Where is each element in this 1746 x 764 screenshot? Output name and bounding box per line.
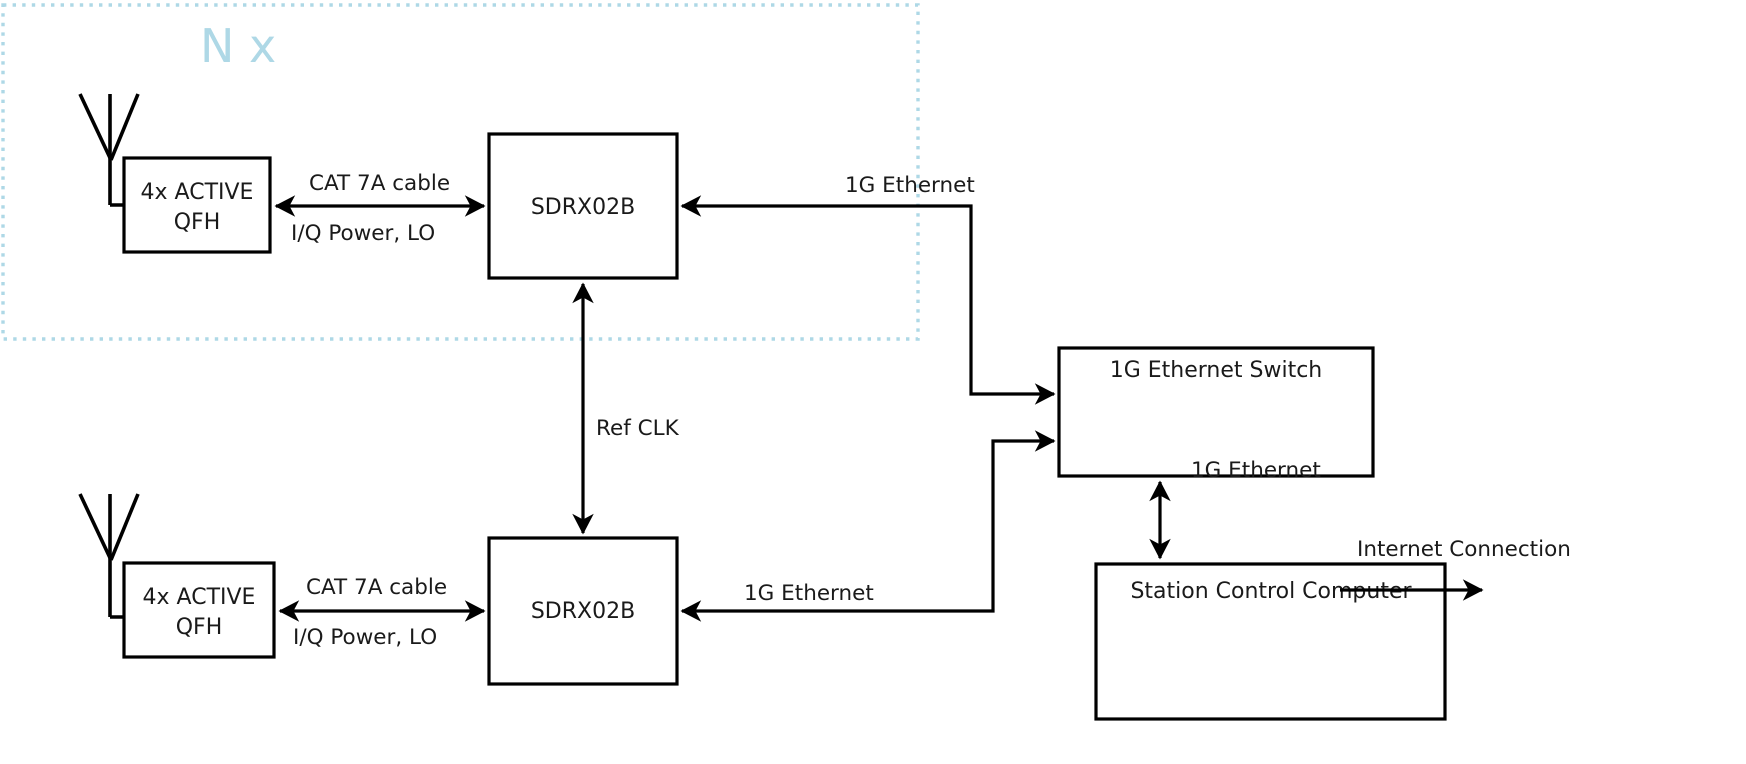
box-sdr-top-label: SDRX02B <box>531 195 635 220</box>
edge-label-1g-ethernet-bottom: 1G Ethernet <box>744 581 874 606</box>
box-qfh-top-label-line2: QFH <box>174 210 221 235</box>
edge-label-cat7a-bottom: CAT 7A cable <box>306 575 447 600</box>
edge-label-ref-clk: Ref CLK <box>596 416 680 441</box>
box-qfh-top[interactable] <box>122 156 272 254</box>
box-qfh-top-label-line1: 4x ACTIVE <box>141 180 254 205</box>
group-label-nx: N x <box>200 19 276 73</box>
edge-label-1g-ethernet-switch-computer: 1G Ethernet <box>1191 458 1321 483</box>
edge-sdr-bottom-switch <box>680 430 1056 622</box>
edge-label-iq-power-lo-top: I/Q Power, LO <box>291 221 435 246</box>
box-sdr-bottom-label: SDRX02B <box>531 599 635 624</box>
box-ethernet-switch[interactable] <box>1057 346 1375 478</box>
box-ethernet-switch-label: 1G Ethernet Switch <box>1110 358 1323 383</box>
edge-label-1g-ethernet-top: 1G Ethernet <box>845 173 975 198</box>
box-sdr-top[interactable] <box>487 132 679 280</box>
edge-sdr-top-switch <box>680 195 1056 405</box>
box-qfh-bottom[interactable] <box>122 561 276 659</box>
edge-label-iq-power-lo-bottom: I/Q Power, LO <box>293 625 437 650</box>
box-qfh-bottom-label-line2: QFH <box>176 615 223 640</box>
box-sdr-bottom[interactable] <box>487 536 679 686</box>
edge-label-internet-connection: Internet Connection <box>1357 537 1571 562</box>
edge-label-cat7a-top: CAT 7A cable <box>309 171 450 196</box>
antenna-icon-bottom <box>78 493 140 619</box>
box-qfh-bottom-label-line1: 4x ACTIVE <box>143 585 256 610</box>
antenna-icon-top <box>78 93 140 207</box>
